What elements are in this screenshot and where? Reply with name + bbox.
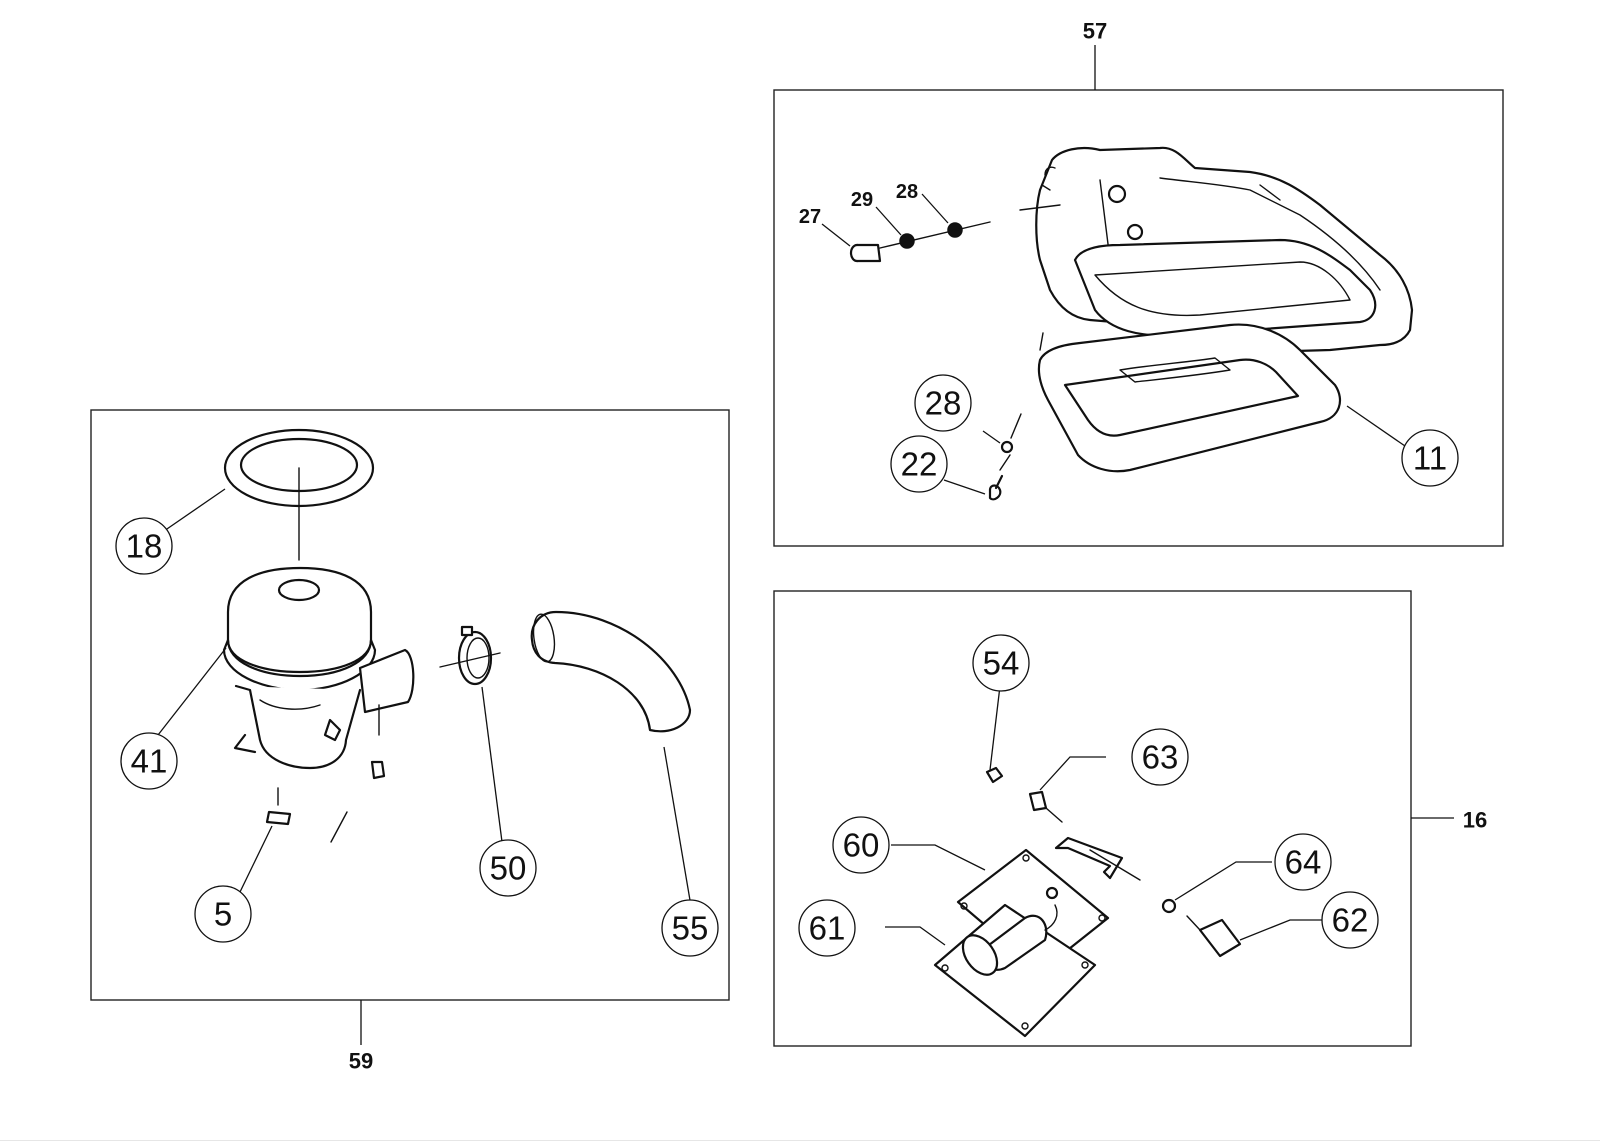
washer-28-lower-drawing: [1000, 440, 1014, 454]
svg-text:62: 62: [1332, 902, 1369, 939]
callout-64[interactable]: 64: [1274, 833, 1332, 891]
oring-64-drawing: [1161, 898, 1177, 914]
callout-28-upper[interactable]: 28: [896, 181, 918, 203]
svg-text:41: 41: [131, 743, 168, 780]
callout-18[interactable]: 18: [115, 517, 173, 575]
brush-axis-2: [330, 811, 348, 843]
assembly-label-59: 59: [349, 1049, 373, 1074]
hose-55-drawing: [530, 610, 692, 733]
callout-41[interactable]: 41: [120, 732, 178, 790]
svg-text:28: 28: [925, 385, 962, 422]
screw-22-drawing: [988, 474, 1004, 501]
callout-22[interactable]: 22: [890, 435, 948, 493]
nozzle-54-drawing: [985, 766, 1004, 784]
motor-41-drawing: [222, 566, 415, 770]
callout-29[interactable]: 29: [851, 189, 873, 211]
quick-connect-62-drawing: [1186, 915, 1242, 958]
callout-28-lower[interactable]: 28: [914, 374, 972, 432]
leader-lines-57: [821, 193, 1406, 495]
callout-11[interactable]: 11: [1401, 429, 1459, 487]
screw-axis-line: [879, 221, 991, 249]
svg-text:63: 63: [1142, 739, 1179, 776]
assembly-label-16: 16: [1463, 808, 1487, 833]
callout-50[interactable]: 50: [479, 839, 537, 897]
screw-27-drawing: [849, 243, 882, 263]
leader-lines-59: [157, 488, 694, 919]
callout-55[interactable]: 55: [661, 899, 719, 957]
svg-text:61: 61: [809, 910, 846, 947]
base-61-drawing: [933, 886, 1097, 1038]
brush-5a-drawing: [265, 810, 292, 826]
assembly-label-57: 57: [1083, 19, 1107, 44]
screw-22-axis: [999, 454, 1011, 471]
svg-text:11: 11: [1413, 440, 1447, 477]
brush-5b-drawing: [370, 760, 386, 780]
svg-text:64: 64: [1285, 844, 1322, 881]
assembly-57-frame: [773, 45, 1504, 547]
callout-54[interactable]: 54: [972, 634, 1030, 692]
svg-text:55: 55: [672, 910, 709, 947]
svg-text:60: 60: [843, 827, 880, 864]
svg-text:22: 22: [901, 446, 938, 483]
svg-text:18: 18: [126, 528, 163, 565]
assembly-59-frame: [90, 409, 730, 1045]
svg-text:5: 5: [214, 896, 232, 933]
bottom-divider: [0, 1140, 1600, 1141]
washer-axis-line: [1010, 413, 1022, 439]
callout-60[interactable]: 60: [832, 816, 890, 874]
clamp-50-drawing: [439, 625, 501, 686]
callout-61[interactable]: 61: [798, 899, 856, 957]
leader-lines-16: [885, 685, 1328, 946]
callout-5[interactable]: 5: [194, 885, 252, 943]
callout-62[interactable]: 62: [1321, 891, 1379, 949]
callout-63[interactable]: 63: [1131, 728, 1189, 786]
svg-text:50: 50: [490, 850, 527, 887]
tank-housing-drawing: [1019, 146, 1414, 473]
fitting-63-drawing: [1028, 790, 1063, 823]
assembly-16-frame: [773, 590, 1454, 1047]
svg-text:54: 54: [983, 645, 1020, 682]
callout-27[interactable]: 27: [799, 206, 821, 228]
